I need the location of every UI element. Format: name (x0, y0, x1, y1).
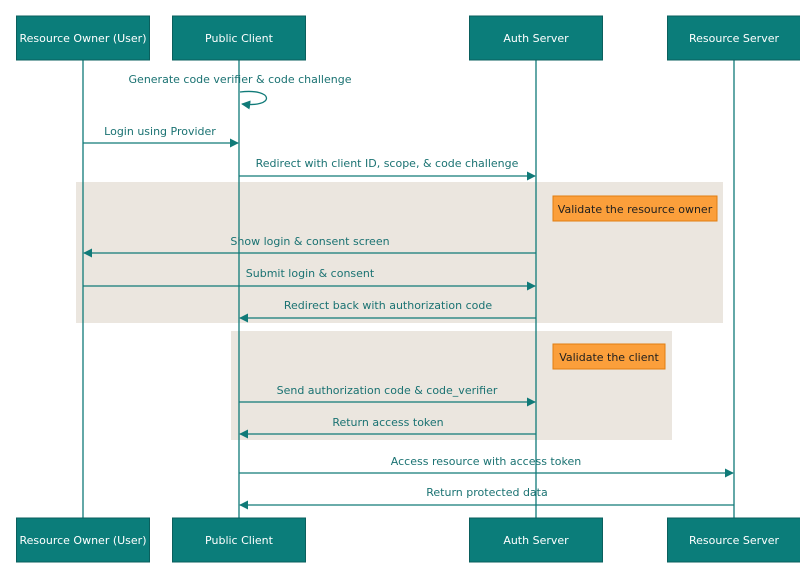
actor-box-client-top: Public Client (172, 15, 306, 61)
message-send-authorization-code: Send authorization code & code_verifier (239, 384, 536, 407)
actor-label: Resource Server (689, 32, 779, 45)
lifelines (82, 60, 735, 518)
note-label: Validate the client (559, 351, 659, 364)
actor-label: Auth Server (503, 32, 569, 45)
message-access-resource: Access resource with access token (239, 455, 734, 478)
message-login-using-provider: Login using Provider (83, 125, 239, 148)
message-label: Redirect back with authorization code (284, 299, 492, 312)
message-return-protected-data: Return protected data (239, 486, 734, 510)
message-redirect-back-authorization-code: Redirect back with authorization code (239, 299, 536, 323)
message-redirect-with-client-id: Redirect with client ID, scope, & code c… (239, 157, 536, 181)
actor-box-client-bottom: Public Client (172, 517, 306, 563)
actor-label: Auth Server (503, 534, 569, 547)
actor-box-auth-bottom: Auth Server (469, 517, 603, 563)
actor-label: Resource Owner (User) (19, 32, 146, 45)
actor-boxes: Resource Owner (User) Resource Owner (Use… (16, 15, 800, 563)
actor-box-auth-top: Auth Server (469, 15, 603, 61)
actor-label: Public Client (205, 534, 274, 547)
actor-box-owner-top: Resource Owner (User) (16, 15, 150, 61)
message-label: Return protected data (426, 486, 547, 499)
message-label: Show login & consent screen (230, 235, 389, 248)
message-label: Generate code verifier & code challenge (129, 73, 352, 86)
note-label: Validate the resource owner (558, 203, 713, 216)
actor-box-resource-top: Resource Server (667, 15, 800, 61)
message-label: Access resource with access token (391, 455, 581, 468)
message-label: Return access token (332, 416, 443, 429)
actor-box-owner-bottom: Resource Owner (User) (16, 517, 150, 563)
message-return-access-token: Return access token (239, 416, 536, 439)
actor-label: Resource Server (689, 534, 779, 547)
message-label: Send authorization code & code_verifier (277, 384, 498, 397)
message-show-login-consent: Show login & consent screen (83, 235, 536, 258)
message-label: Submit login & consent (246, 267, 375, 280)
message-label: Login using Provider (104, 125, 216, 138)
actor-label: Resource Owner (User) (19, 534, 146, 547)
actor-label: Public Client (205, 32, 274, 45)
message-generate-code-verifier: Generate code verifier & code challenge (129, 73, 352, 110)
message-label: Redirect with client ID, scope, & code c… (256, 157, 519, 170)
note-validate-client: Validate the client (552, 343, 666, 370)
note-validate-resource-owner: Validate the resource owner (552, 195, 718, 222)
message-submit-login-consent: Submit login & consent (83, 267, 536, 291)
actor-box-resource-bottom: Resource Server (667, 517, 800, 563)
